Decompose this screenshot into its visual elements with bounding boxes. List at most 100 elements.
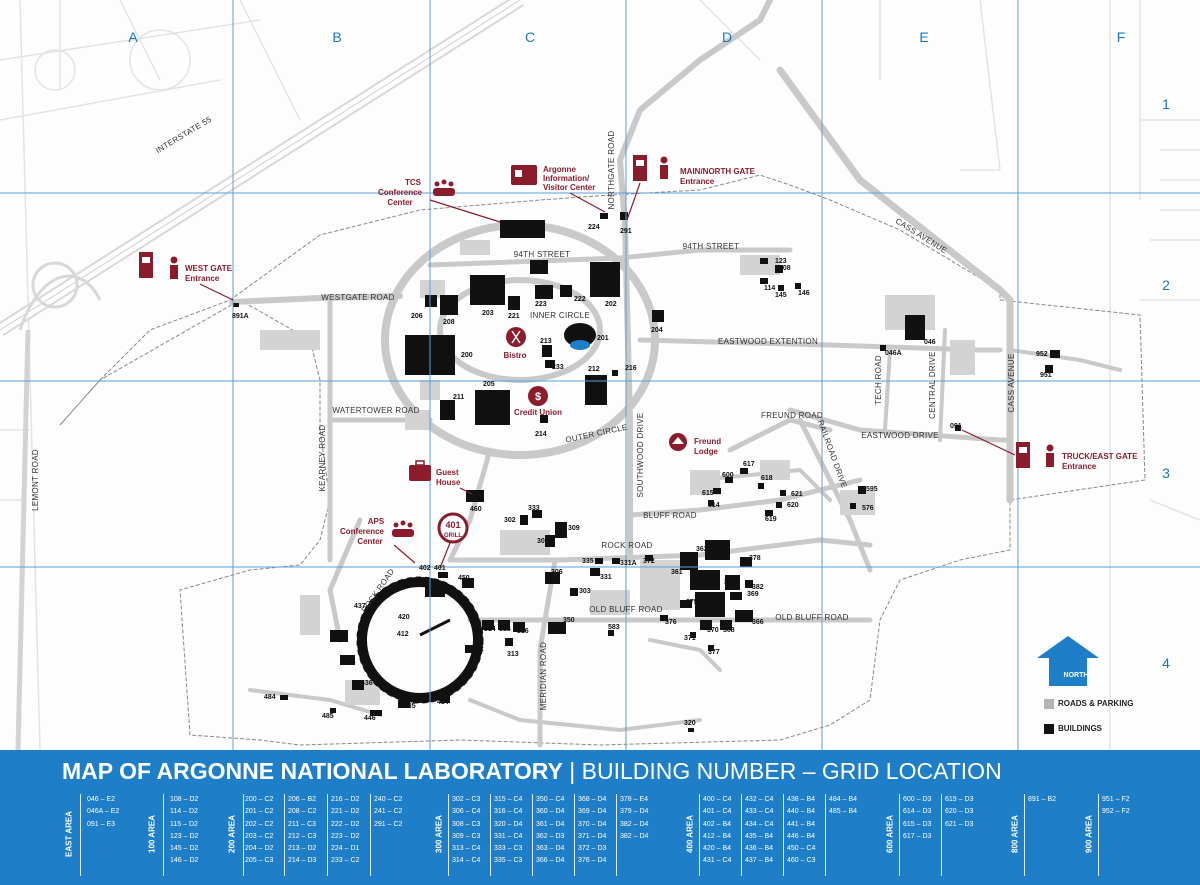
building-205[interactable]	[475, 390, 510, 425]
building-146[interactable]	[795, 283, 801, 289]
building-583[interactable]	[608, 630, 614, 636]
building-308[interactable]	[545, 535, 555, 547]
building-216[interactable]	[612, 370, 618, 376]
building-302[interactable]	[520, 515, 528, 525]
building-201[interactable]	[564, 323, 596, 347]
building-377[interactable]	[708, 645, 714, 651]
building-331A[interactable]	[612, 558, 620, 564]
building-241[interactable]	[530, 260, 548, 274]
building-371[interactable]	[690, 632, 696, 638]
building-365[interactable]	[695, 592, 725, 617]
building-221[interactable]	[508, 296, 520, 310]
building-108[interactable]	[775, 265, 783, 273]
building-891A[interactable]	[233, 303, 239, 307]
building-313[interactable]	[505, 638, 513, 646]
building-369[interactable]	[730, 592, 742, 600]
building-375[interactable]	[680, 600, 692, 608]
truck-east-gate[interactable]: TRUCK/EAST GATE Entrance	[961, 429, 1138, 471]
building-435[interactable]	[398, 700, 410, 708]
building-211[interactable]	[440, 400, 455, 420]
building-046A[interactable]	[880, 345, 886, 351]
tcs-conference-center[interactable]: TCS Conference Center	[378, 178, 501, 223]
building-335[interactable]	[595, 558, 603, 564]
building-315[interactable]	[498, 620, 510, 630]
building-316[interactable]	[513, 622, 525, 632]
building-372[interactable]	[645, 555, 653, 561]
building-450[interactable]	[462, 578, 474, 588]
campus-map[interactable]: A B C D E F 1 2 3 4 INTERSTATE 55 LEMONT…	[0, 0, 1200, 750]
building-485[interactable]	[330, 708, 336, 713]
building-620[interactable]	[776, 502, 782, 508]
building-440[interactable]	[330, 630, 348, 642]
building-240[interactable]	[500, 220, 545, 238]
building-368[interactable]	[720, 620, 732, 630]
building-595[interactable]	[858, 486, 866, 494]
building-621[interactable]	[780, 490, 786, 496]
building-378[interactable]	[740, 557, 752, 567]
building-600[interactable]	[725, 477, 733, 483]
west-gate[interactable]: WEST GATE Entrance	[139, 252, 234, 301]
building-401[interactable]	[438, 572, 448, 578]
buildings-layer[interactable]	[233, 212, 1060, 732]
building-441[interactable]	[340, 655, 355, 665]
building-436[interactable]	[352, 680, 364, 690]
building-400-ring[interactable]	[357, 577, 483, 703]
building-314[interactable]	[482, 620, 494, 630]
building-223[interactable]	[535, 285, 553, 299]
building-303[interactable]	[570, 588, 578, 596]
freund-lodge[interactable]: Freund Lodge	[669, 433, 721, 456]
aps-conference-center[interactable]: APS Conference Center	[340, 517, 416, 564]
building-432[interactable]	[465, 645, 475, 653]
building-046[interactable]	[905, 315, 925, 340]
building-370[interactable]	[700, 620, 712, 630]
visitor-center[interactable]: Argonne Information/ Visitor Center	[511, 165, 606, 213]
401-grill[interactable]: 401 GRILL	[437, 512, 469, 569]
area-column: 891 – B2	[1028, 794, 1056, 806]
building-123[interactable]	[760, 258, 768, 264]
building-376[interactable]	[660, 615, 668, 621]
main-north-gate[interactable]: MAIN/NORTH GATE Entrance	[626, 155, 756, 221]
building-446[interactable]	[370, 710, 382, 716]
building-361[interactable]	[690, 570, 720, 590]
building-233[interactable]	[545, 360, 555, 368]
building-204[interactable]	[652, 310, 664, 322]
building-614[interactable]	[708, 500, 714, 506]
building-291[interactable]	[620, 212, 628, 220]
building-350[interactable]	[548, 622, 566, 634]
building-145[interactable]	[778, 285, 784, 291]
building-222[interactable]	[560, 285, 572, 297]
building-224[interactable]	[600, 213, 608, 219]
building-484[interactable]	[280, 695, 288, 700]
building-320[interactable]	[688, 728, 694, 732]
building-114[interactable]	[760, 278, 768, 284]
building-208[interactable]	[440, 295, 458, 315]
building-363[interactable]	[725, 575, 740, 590]
building-331[interactable]	[590, 568, 600, 576]
building-382[interactable]	[745, 580, 753, 588]
building-214[interactable]	[540, 415, 548, 423]
building-951[interactable]	[1045, 365, 1053, 373]
building-362[interactable]	[705, 540, 730, 560]
building-206[interactable]	[425, 295, 437, 307]
building-366[interactable]	[735, 610, 753, 622]
building-333[interactable]	[532, 510, 542, 518]
building-617[interactable]	[740, 468, 748, 474]
building-202[interactable]	[590, 262, 620, 297]
credit-union[interactable]: $ Credit Union	[514, 386, 562, 417]
building-615[interactable]	[713, 488, 721, 494]
building-952[interactable]	[1050, 350, 1060, 358]
bistro[interactable]: Bistro	[503, 327, 527, 360]
building-434[interactable]	[440, 695, 450, 703]
building-618[interactable]	[758, 483, 764, 489]
building-213[interactable]	[542, 345, 552, 357]
building-619[interactable]	[765, 510, 773, 516]
points-of-interest[interactable]: TCS Conference Center Argonne Informatio…	[139, 155, 1138, 569]
guest-house[interactable]: Guest House	[409, 460, 473, 495]
building-306[interactable]	[545, 572, 560, 584]
building-203[interactable]	[470, 275, 505, 305]
building-576[interactable]	[850, 503, 856, 509]
building-212[interactable]	[585, 375, 607, 405]
building-091[interactable]	[955, 425, 961, 431]
building-360[interactable]	[680, 552, 698, 570]
building-309[interactable]	[555, 522, 567, 538]
